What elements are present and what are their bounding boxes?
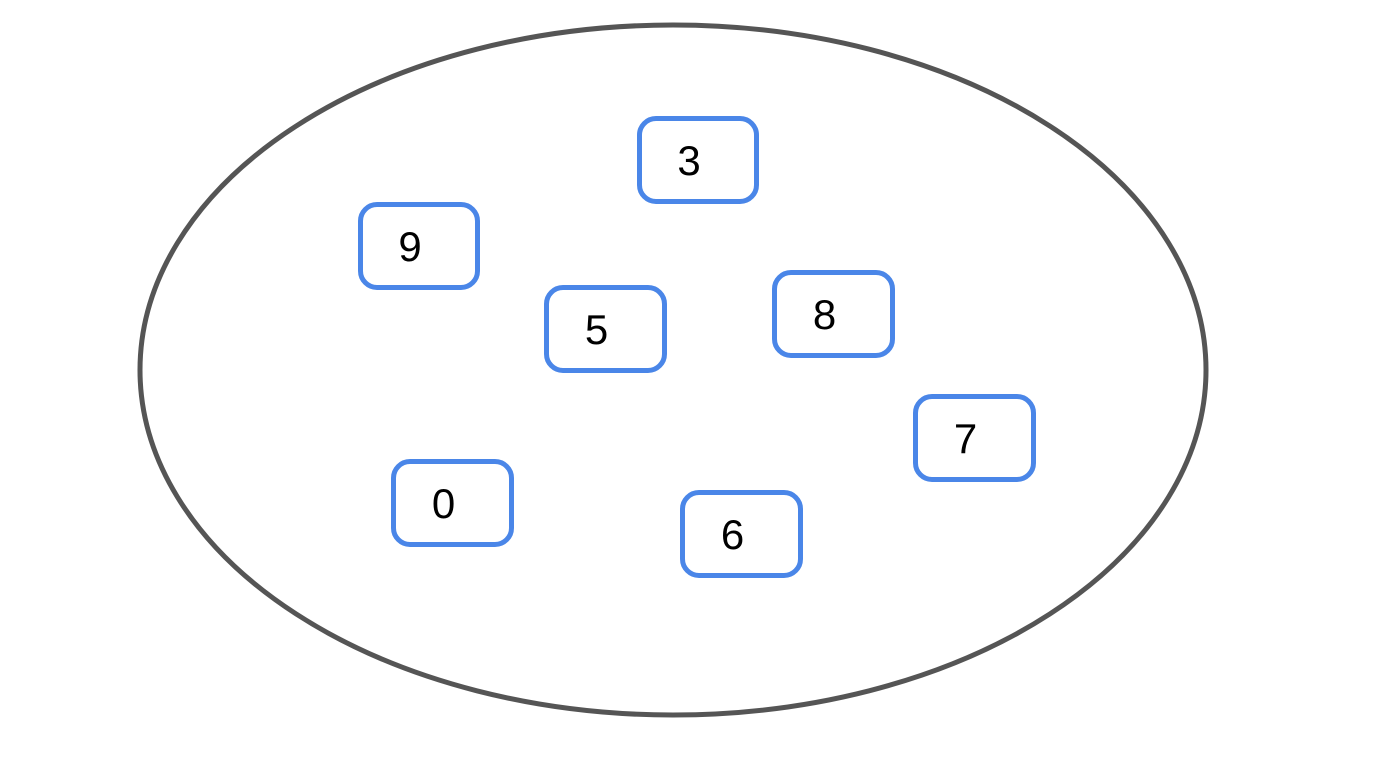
element-node-label: 0 xyxy=(431,480,456,527)
element-node-label: 7 xyxy=(953,415,978,462)
element-node-9[interactable]: 9 xyxy=(358,202,480,290)
element-node-label: 8 xyxy=(812,291,837,338)
element-node-7[interactable]: 7 xyxy=(913,394,1036,482)
element-node-5[interactable]: 5 xyxy=(544,285,667,373)
element-node-0[interactable]: 0 xyxy=(391,459,514,547)
element-node-6[interactable]: 6 xyxy=(680,490,803,578)
element-node-3[interactable]: 3 xyxy=(637,116,759,204)
element-node-label: 3 xyxy=(677,137,701,184)
element-node-label: 9 xyxy=(398,223,422,270)
set-boundary-ellipse[interactable] xyxy=(137,22,1209,718)
element-node-8[interactable]: 8 xyxy=(772,270,895,358)
element-node-label: 5 xyxy=(584,306,609,353)
element-node-label: 6 xyxy=(720,511,745,558)
